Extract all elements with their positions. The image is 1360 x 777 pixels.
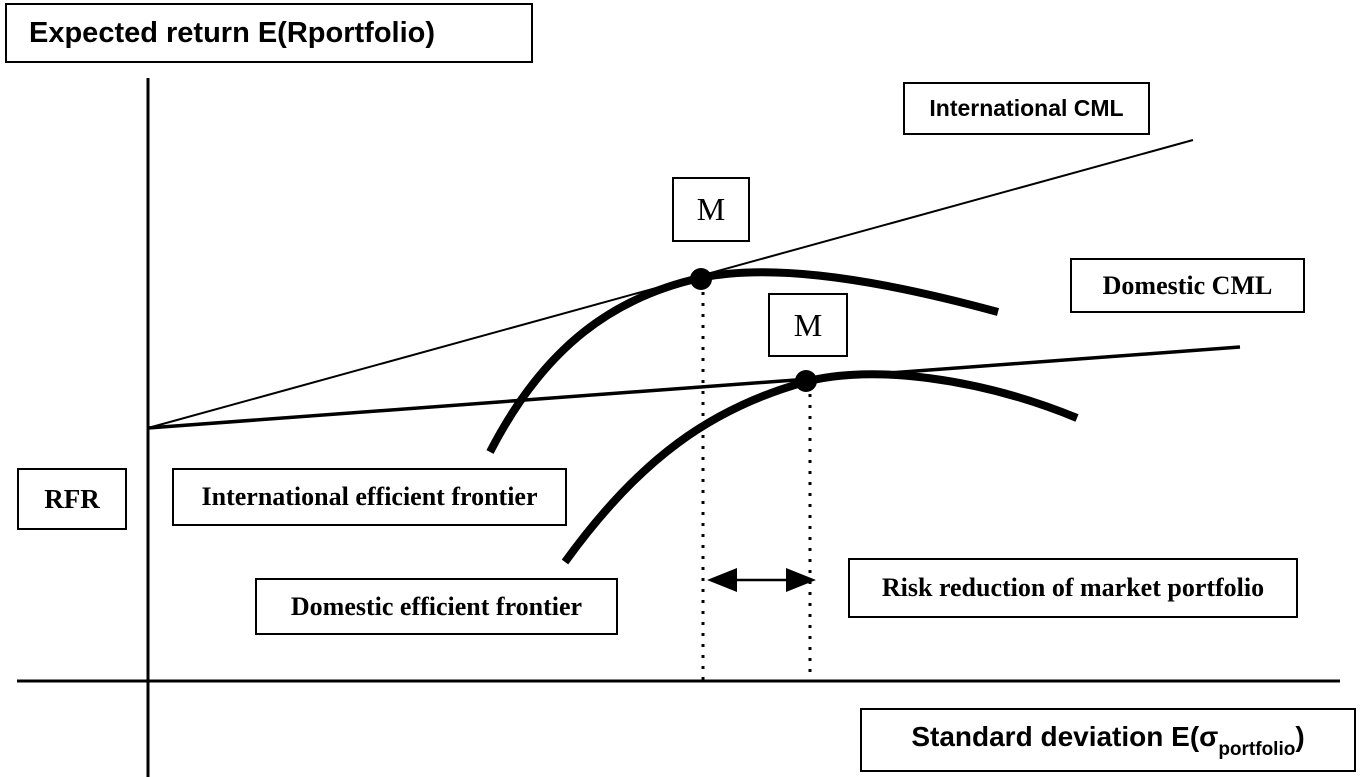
domestic-frontier-label-box: Domestic efficient frontier <box>255 578 618 635</box>
domestic-cml-line <box>147 345 1241 430</box>
domestic-frontier-label: Domestic efficient frontier <box>290 591 583 621</box>
domestic-cml-label-box: Domestic CML <box>1070 258 1305 313</box>
international-cml-label-box: International CML <box>903 82 1150 135</box>
international-cml-label: International CML <box>929 95 1124 121</box>
x-axis-title-box: Standard deviation E(σportfolio) <box>860 708 1356 772</box>
international-frontier-label-box: International efficient frontier <box>172 468 567 526</box>
risk-reduction-arrow <box>707 568 816 592</box>
risk-reduction-label: Risk reduction of market portfolio <box>881 573 1265 602</box>
x-axis-title: Standard deviation E(σportfolio) <box>911 721 1305 760</box>
x-axis-title-subscript: portfolio <box>1218 738 1296 760</box>
y-axis-title-box: Expected return E(Rportfolio) <box>5 3 533 63</box>
market-point-label-box-domestic: M <box>768 293 848 357</box>
rfr-label-box: RFR <box>17 468 127 530</box>
rfr-label: RFR <box>44 483 100 514</box>
risk-reduction-label-box: Risk reduction of market portfolio <box>848 558 1298 618</box>
international-frontier-label: International efficient frontier <box>201 482 538 511</box>
market-point-dot-domestic <box>795 370 817 392</box>
market-point-label-box-international: M <box>672 177 750 242</box>
market-point-label-international: M <box>696 191 726 227</box>
market-point-label-domestic: M <box>793 306 823 343</box>
market-point-dot-international <box>690 268 712 290</box>
domestic-cml-label: Domestic CML <box>1102 270 1273 300</box>
international-frontier-curve <box>486 268 1000 454</box>
domestic-frontier-curve <box>561 370 1079 565</box>
y-axis-title: Expected return E(Rportfolio) <box>29 16 436 49</box>
